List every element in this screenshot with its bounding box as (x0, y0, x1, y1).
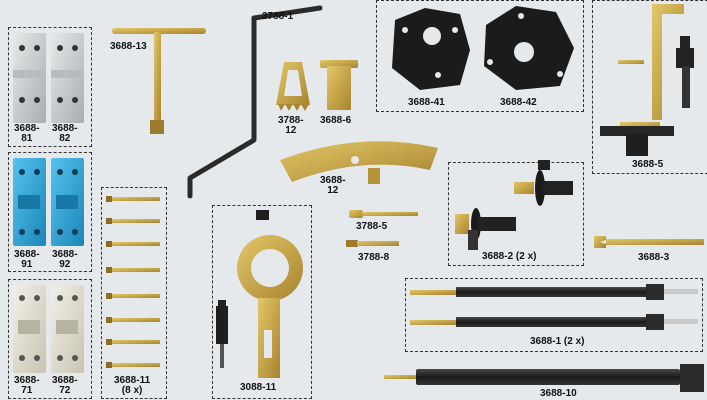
crank-tool-3688-5 (600, 4, 694, 156)
pin-3688-2-right (514, 160, 573, 206)
group-box-flywheel-lock (212, 205, 312, 399)
bent-rod-3788-1 (187, 5, 323, 199)
pin-3688-2-left (455, 208, 516, 250)
label-3088-11: 3088-11 (240, 382, 277, 393)
block-3688-92 (51, 158, 84, 246)
label-3688-91: 3688- 91 (14, 249, 40, 270)
label-3688-41: 3688-41 (408, 97, 445, 108)
long-pin-3688-1-top (410, 284, 698, 300)
group-box-3688-2 (448, 162, 584, 266)
tool-3788-12-small (276, 62, 310, 111)
group-box-plates (376, 0, 584, 112)
label-3688-42: 3688-42 (500, 97, 537, 108)
group-box-blocks-71-72 (8, 279, 92, 399)
sleeve-3688-6 (320, 60, 358, 110)
label-3788-5: 3788-5 (356, 221, 388, 232)
group-box-blocks-81-82 (8, 27, 92, 147)
label-3688-12: 3688- 12 (320, 175, 346, 196)
long-tool-3688-10 (384, 364, 704, 392)
label-3688-72: 3688- 72 (52, 375, 78, 396)
label-3688-1: 3688-1 (2 x) (530, 336, 585, 347)
t-handle-3688-13 (112, 28, 206, 134)
plate-3688-41 (392, 8, 470, 90)
label-3788-1: 3788-1 (262, 11, 294, 22)
block-3688-72 (51, 285, 84, 373)
label-3688-13: 3688-13 (110, 41, 147, 52)
label-3688-81: 3688- 81 (14, 123, 40, 144)
block-3688-71 (13, 285, 46, 373)
label-3788-12-small: 3788- 12 (278, 115, 304, 136)
group-box-blocks-91-92 (8, 152, 92, 272)
label-3688-5: 3688-5 (632, 159, 664, 170)
label-3688-10: 3688-10 (540, 388, 577, 399)
long-pin-3688-1-bottom (410, 314, 698, 330)
pin-3788-8 (346, 240, 399, 247)
sector-gauge-3688-12 (280, 141, 438, 184)
group-box-3688-1 (405, 278, 703, 352)
group-box-bolts (101, 187, 167, 399)
label-3688-82: 3688- 82 (52, 123, 78, 144)
label-3688-11: 3688-11 (8 x) (114, 375, 151, 396)
label-3688-6: 3688-6 (320, 115, 352, 126)
pin-3788-5 (349, 210, 418, 218)
block-3688-81 (13, 33, 46, 123)
block-3688-82 (51, 33, 84, 123)
flywheel-lock-3088-11 (216, 210, 303, 378)
label-3688-92: 3688- 92 (52, 249, 78, 270)
group-box-3688-5 (592, 0, 707, 174)
block-3688-91 (13, 158, 46, 246)
label-3688-71: 3688- 71 (14, 375, 40, 396)
label-3688-3: 3688-3 (638, 252, 670, 263)
wrench-3688-3 (594, 236, 704, 248)
label-3688-2: 3688-2 (2 x) (482, 251, 537, 262)
label-3788-8: 3788-8 (358, 252, 390, 263)
bolts-3688-11 (106, 196, 160, 368)
plate-3688-42 (484, 6, 574, 90)
